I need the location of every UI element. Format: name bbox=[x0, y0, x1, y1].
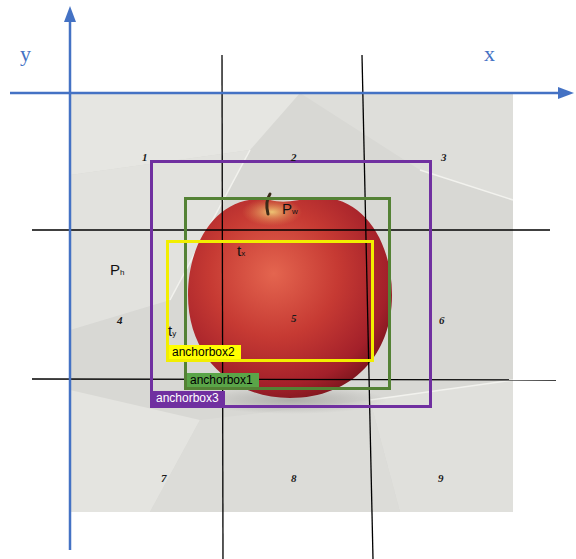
grid-line bbox=[222, 55, 223, 559]
x-axis bbox=[10, 92, 562, 95]
width-symbol: Pw bbox=[282, 201, 298, 220]
paper-edge bbox=[370, 380, 513, 400]
anchor-box: anchorbox3 anchorbox1 anchorbox2 bbox=[150, 160, 432, 408]
axis-name: x bbox=[484, 42, 495, 66]
callout-number: 8 bbox=[291, 472, 297, 484]
y-axis bbox=[69, 20, 72, 550]
callout-number: 6 bbox=[439, 314, 445, 326]
callout-number: 7 bbox=[161, 472, 167, 484]
axis-arrowhead bbox=[558, 87, 574, 99]
callout-number: 5 bbox=[291, 312, 297, 324]
callout-number: 3 bbox=[441, 151, 447, 163]
offset-symbol: ty bbox=[168, 323, 176, 342]
apple-highlight bbox=[242, 198, 302, 226]
axis-arrowhead bbox=[64, 6, 76, 22]
callout-number: 4 bbox=[117, 314, 123, 326]
photo-ground bbox=[70, 93, 513, 512]
box-label: anchorbox1 bbox=[187, 373, 259, 387]
grid-line bbox=[32, 229, 550, 230]
paper-sheet bbox=[150, 400, 400, 512]
anchor-box: anchorbox2 bbox=[166, 240, 374, 362]
callout-number: 1 bbox=[142, 151, 148, 163]
apple bbox=[188, 197, 392, 398]
box-label: anchorbox2 bbox=[169, 345, 241, 359]
offset-symbol: tx bbox=[237, 243, 245, 262]
box-label: anchorbox3 bbox=[153, 391, 225, 405]
callout-number: 9 bbox=[438, 472, 444, 484]
paper-sheet bbox=[300, 93, 513, 200]
grid-line bbox=[32, 379, 556, 380]
axis-name: y bbox=[20, 42, 31, 66]
height-symbol: Ph bbox=[110, 262, 124, 281]
callout-number: 2 bbox=[291, 151, 297, 163]
paper-edge bbox=[420, 170, 513, 200]
